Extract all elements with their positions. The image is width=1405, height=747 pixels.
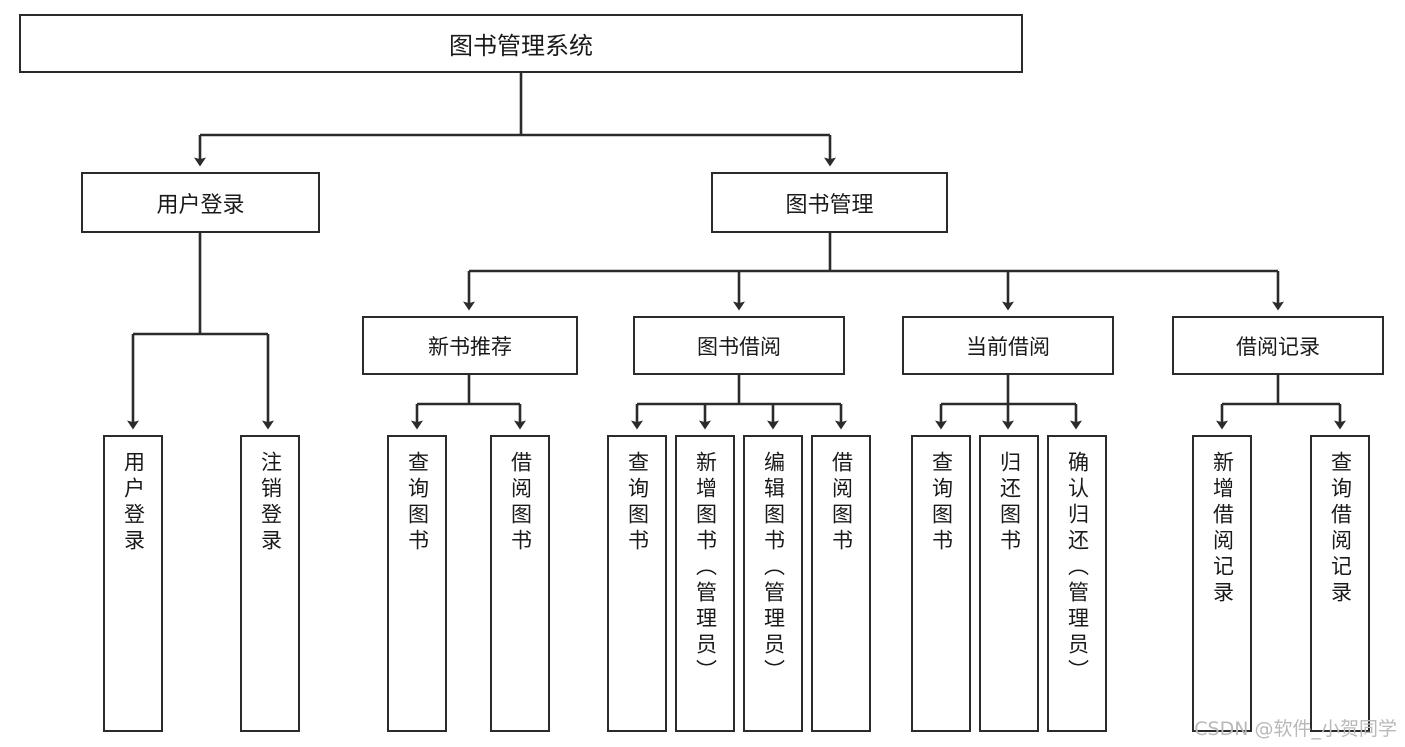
- node-new-book-recommend[interactable]: 新书推荐: [362, 316, 578, 375]
- leaf-edit-book-admin[interactable]: 编辑图书（管理员）: [743, 435, 803, 732]
- node-borrow-record[interactable]: 借阅记录: [1172, 316, 1384, 375]
- node-label: 编辑图书（管理员）: [761, 451, 786, 685]
- node-label: 图书借阅: [697, 334, 781, 359]
- node-current-borrow[interactable]: 当前借阅: [902, 316, 1114, 375]
- node-label: 查询图书: [929, 451, 954, 555]
- node-book-borrow[interactable]: 图书借阅: [633, 316, 845, 375]
- node-label: 用户登录: [121, 451, 146, 555]
- leaf-add-borrow-record[interactable]: 新增借阅记录: [1192, 435, 1252, 732]
- leaf-borrow-book-recommend[interactable]: 借阅图书: [490, 435, 550, 732]
- leaf-query-book-recommend[interactable]: 查询图书: [387, 435, 447, 732]
- node-label: 新增借阅记录: [1210, 451, 1235, 607]
- node-label: 注销登录: [258, 451, 283, 555]
- node-label: 借阅图书: [508, 451, 533, 555]
- leaf-add-book-admin[interactable]: 新增图书（管理员）: [675, 435, 735, 732]
- leaf-return-book[interactable]: 归还图书: [979, 435, 1039, 732]
- leaf-logout[interactable]: 注销登录: [240, 435, 300, 732]
- watermark-text: CSDN @软件_小贺同学: [1194, 718, 1397, 740]
- leaf-query-borrow-record[interactable]: 查询借阅记录: [1310, 435, 1370, 732]
- node-label: 新增图书（管理员）: [693, 451, 718, 685]
- leaf-confirm-return-admin[interactable]: 确认归还（管理员）: [1047, 435, 1107, 732]
- node-label: 确认归还（管理员）: [1065, 451, 1090, 685]
- leaf-query-book-current[interactable]: 查询图书: [911, 435, 971, 732]
- node-label: 新书推荐: [428, 334, 512, 359]
- node-book-management[interactable]: 图书管理: [711, 172, 948, 233]
- node-label: 借阅记录: [1236, 334, 1320, 359]
- node-label: 当前借阅: [966, 334, 1050, 359]
- node-label: 图书管理系统: [449, 32, 593, 60]
- leaf-query-book-borrow[interactable]: 查询图书: [607, 435, 667, 732]
- node-label: 查询借阅记录: [1328, 451, 1353, 607]
- node-root-library-management-system[interactable]: 图书管理系统: [19, 14, 1023, 73]
- node-label: 查询图书: [625, 451, 650, 555]
- node-label: 借阅图书: [829, 451, 854, 555]
- node-user-login[interactable]: 用户登录: [81, 172, 320, 233]
- node-label: 图书管理: [785, 192, 874, 218]
- node-label: 归还图书: [997, 451, 1022, 555]
- node-label: 用户登录: [156, 192, 245, 218]
- leaf-user-login[interactable]: 用户登录: [103, 435, 163, 732]
- leaf-borrow-book[interactable]: 借阅图书: [811, 435, 871, 732]
- node-label: 查询图书: [405, 451, 430, 555]
